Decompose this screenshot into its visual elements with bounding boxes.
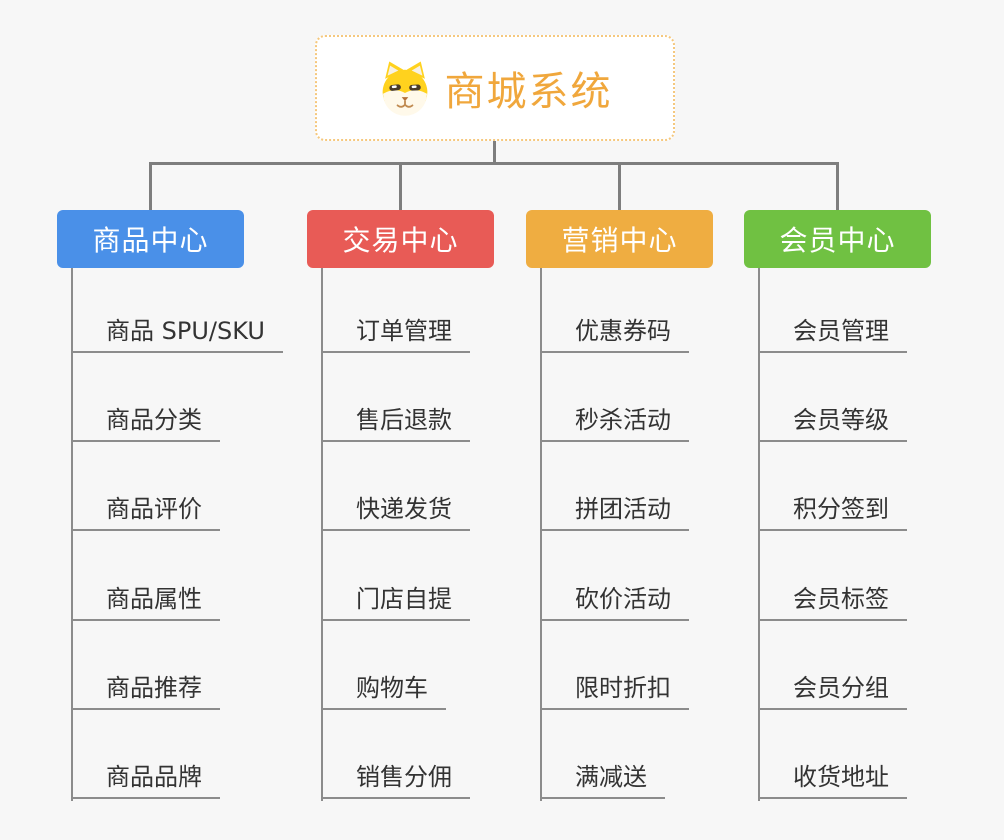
child-topic[interactable]: 会员管理 [758,313,907,353]
branch-group-member: 会员中心 会员管理 会员等级 积分签到 会员标签 会员分组 收货地址 [744,0,931,840]
child-topic[interactable]: 满减送 [540,759,665,799]
child-topic[interactable]: 会员等级 [758,402,907,442]
child-topic[interactable]: 快递发货 [321,491,470,531]
child-topic[interactable]: 积分签到 [758,491,907,531]
connector-bus [149,162,839,165]
root-topic[interactable]: 商城系统 [315,35,675,141]
child-topic[interactable]: 销售分佣 [321,759,470,799]
branch-node-marketing-center[interactable]: 营销中心 [526,210,713,268]
connector-drop-branch-1 [149,162,152,210]
child-topic[interactable]: 商品 SPU/SKU [71,313,283,353]
child-topic[interactable]: 收货地址 [758,759,907,799]
branch-child-line [71,268,73,801]
branch-child-line [758,268,760,801]
child-topic[interactable]: 订单管理 [321,313,470,353]
branch-group-trade: 交易中心 订单管理 售后退款 快递发货 门店自提 购物车 销售分佣 [307,0,494,840]
child-topic[interactable]: 会员分组 [758,670,907,710]
child-topic[interactable]: 限时折扣 [540,670,689,710]
branch-node-trade-center[interactable]: 交易中心 [307,210,494,268]
child-topic[interactable]: 商品属性 [71,581,220,621]
branch-node-member-center[interactable]: 会员中心 [744,210,931,268]
branch-node-product-center[interactable]: 商品中心 [57,210,244,268]
branch-group-product: 商品中心 商品 SPU/SKU 商品分类 商品评价 商品属性 商品推荐 商品品牌 [57,0,283,840]
child-topic[interactable]: 商品推荐 [71,670,220,710]
child-topic[interactable]: 购物车 [321,670,446,710]
child-topic[interactable]: 拼团活动 [540,491,689,531]
child-topic[interactable]: 秒杀活动 [540,402,689,442]
child-topic[interactable]: 砍价活动 [540,581,689,621]
connector-drop-branch-4 [836,162,839,210]
child-topic[interactable]: 会员标签 [758,581,907,621]
child-topic[interactable]: 优惠券码 [540,313,689,353]
child-topic[interactable]: 商品评价 [71,491,220,531]
child-topic[interactable]: 门店自提 [321,581,470,621]
connector-root-drop [493,139,496,165]
child-topic[interactable]: 售后退款 [321,402,470,442]
connector-drop-branch-3 [618,162,621,210]
dog-face-icon [382,61,427,116]
branch-group-marketing: 营销中心 优惠券码 秒杀活动 拼团活动 砍价活动 限时折扣 满减送 [526,0,713,840]
branch-child-line [540,268,542,801]
child-topic[interactable]: 商品分类 [71,402,220,442]
root-topic-label: 商城系统 [444,69,613,115]
branch-child-line [321,268,323,801]
connector-drop-branch-2 [399,162,402,210]
child-topic[interactable]: 商品品牌 [71,759,220,799]
